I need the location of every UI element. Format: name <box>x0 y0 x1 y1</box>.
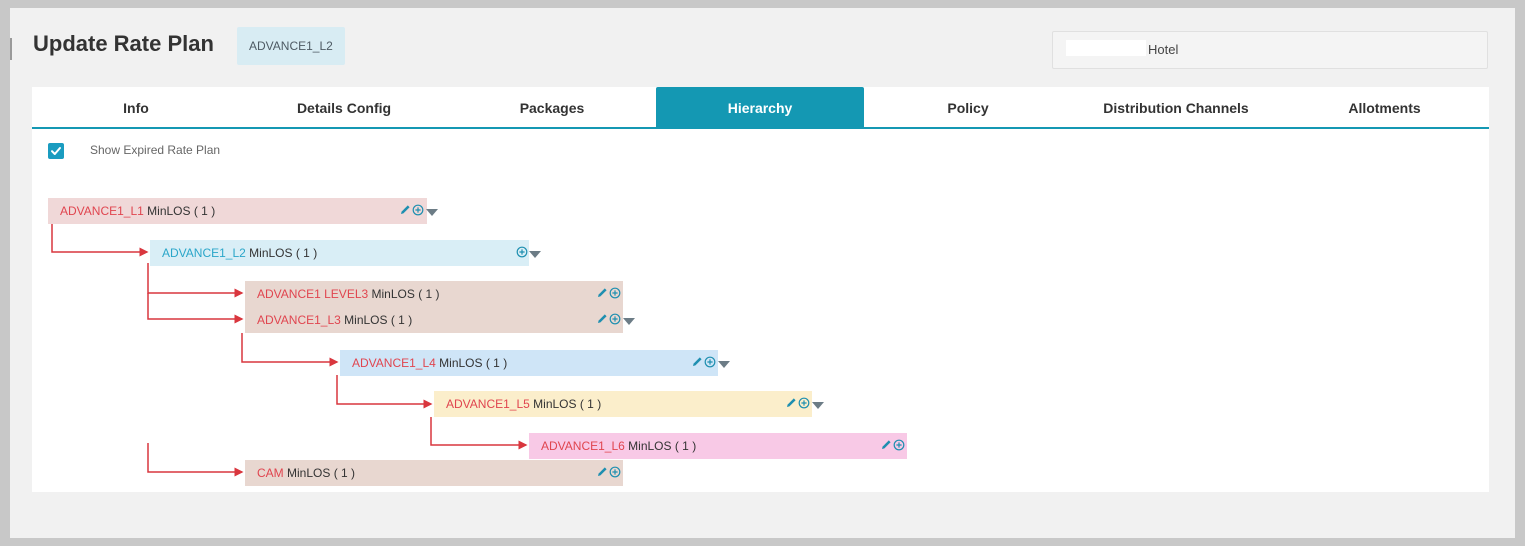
hierarchy-node[interactable]: ADVANCE1 LEVEL3 MinLOS ( 1 ) <box>245 281 623 307</box>
connector-l2-l3 <box>147 293 244 324</box>
hierarchy-connectors <box>51 222 528 477</box>
pencil-icon[interactable] <box>597 466 608 477</box>
connector-l5-l6 <box>430 417 528 450</box>
add-child-icon[interactable] <box>893 439 905 451</box>
node-minlos: MinLOS ( 1 ) <box>287 466 356 480</box>
tab-bar: Info Details Config Packages Hierarchy P… <box>32 87 1489 129</box>
hierarchy-node[interactable]: ADVANCE1_L6 MinLOS ( 1 ) <box>529 433 907 459</box>
chevron-down-icon[interactable] <box>623 318 635 325</box>
tab-details-config[interactable]: Details Config <box>296 100 392 116</box>
node-code: ADVANCE1_L1 <box>60 204 144 218</box>
node-minlos: MinLOS ( 1 ) <box>628 439 697 453</box>
show-expired-label: Show Expired Rate Plan <box>90 143 221 157</box>
node-code: CAM <box>257 466 284 480</box>
tab-hierarchy[interactable]: Hierarchy <box>656 87 864 127</box>
chevron-down-icon[interactable] <box>529 251 541 258</box>
node-minlos: MinLOS ( 1 ) <box>533 397 602 411</box>
chevron-down-icon[interactable] <box>812 402 824 409</box>
hierarchy-node[interactable]: ADVANCE1_L5 MinLOS ( 1 ) <box>434 391 824 417</box>
add-child-icon[interactable] <box>516 246 528 258</box>
tab-packages[interactable]: Packages <box>519 100 585 116</box>
node-code: ADVANCE1 LEVEL3 <box>257 287 369 301</box>
pencil-icon[interactable] <box>597 313 608 324</box>
checkmark-icon <box>51 147 61 155</box>
node-minlos: MinLOS ( 1 ) <box>439 356 508 370</box>
connector-l4-l5 <box>336 375 433 409</box>
pencil-icon[interactable] <box>597 287 608 298</box>
hotel-selector[interactable]: Hotel <box>1052 31 1488 69</box>
connector-l3-l4 <box>241 333 339 367</box>
node-code: ADVANCE1_L6 <box>541 439 625 453</box>
connector-l1-l2 <box>51 222 149 257</box>
rate-plan-code-badge: ADVANCE1_L2 <box>237 27 345 65</box>
tab-distribution-channels[interactable]: Distribution Channels <box>1103 100 1249 116</box>
add-child-icon[interactable] <box>609 466 621 478</box>
page-title: Update Rate Plan <box>33 31 214 56</box>
hierarchy-node[interactable]: ADVANCE1_L1 MinLOS ( 1 ) <box>48 198 438 224</box>
connector-cam <box>147 443 244 477</box>
add-child-icon[interactable] <box>798 397 810 409</box>
hierarchy-node[interactable]: ADVANCE1_L3 MinLOS ( 1 ) <box>245 307 635 333</box>
node-code: ADVANCE1_L5 <box>446 397 530 411</box>
hotel-name: Hotel <box>1148 42 1179 57</box>
show-expired-checkbox[interactable] <box>48 143 64 159</box>
frame-edge-mark <box>10 38 12 60</box>
add-child-icon[interactable] <box>412 204 424 216</box>
tab-policy[interactable]: Policy <box>947 100 989 116</box>
pencil-icon[interactable] <box>786 397 797 408</box>
connector-l2-level3 <box>147 263 244 298</box>
node-code: ADVANCE1_L4 <box>352 356 436 370</box>
hierarchy-tree: ADVANCE1_L1 MinLOS ( 1 ) ADVANCE1_L2 Min… <box>32 87 1489 492</box>
node-code: ADVANCE1_L2 <box>162 246 246 260</box>
node-minlos: MinLOS ( 1 ) <box>344 313 413 327</box>
add-child-icon[interactable] <box>704 356 716 368</box>
hotel-name-redacted <box>1066 40 1146 56</box>
node-minlos: MinLOS ( 1 ) <box>249 246 318 260</box>
app-frame: Update Rate Plan ADVANCE1_L2 Hotel Info … <box>10 8 1515 538</box>
node-code: ADVANCE1_L3 <box>257 313 341 327</box>
tab-info[interactable]: Info <box>123 100 149 116</box>
add-child-icon[interactable] <box>609 287 621 299</box>
hierarchy-node[interactable]: ADVANCE1_L2 MinLOS ( 1 ) <box>150 240 541 266</box>
add-child-icon[interactable] <box>609 313 621 325</box>
tab-allotments[interactable]: Allotments <box>1348 100 1421 116</box>
pencil-icon[interactable] <box>400 204 411 215</box>
pencil-icon[interactable] <box>692 356 703 367</box>
node-minlos: MinLOS ( 1 ) <box>147 204 216 218</box>
node-minlos: MinLOS ( 1 ) <box>371 287 440 301</box>
hierarchy-node[interactable]: ADVANCE1_L4 MinLOS ( 1 ) <box>340 350 730 376</box>
content-card: Info Details Config Packages Hierarchy P… <box>32 87 1489 492</box>
chevron-down-icon[interactable] <box>718 361 730 368</box>
hierarchy-node[interactable]: CAM MinLOS ( 1 ) <box>245 460 623 486</box>
chevron-down-icon[interactable] <box>426 209 438 216</box>
pencil-icon[interactable] <box>881 439 892 450</box>
